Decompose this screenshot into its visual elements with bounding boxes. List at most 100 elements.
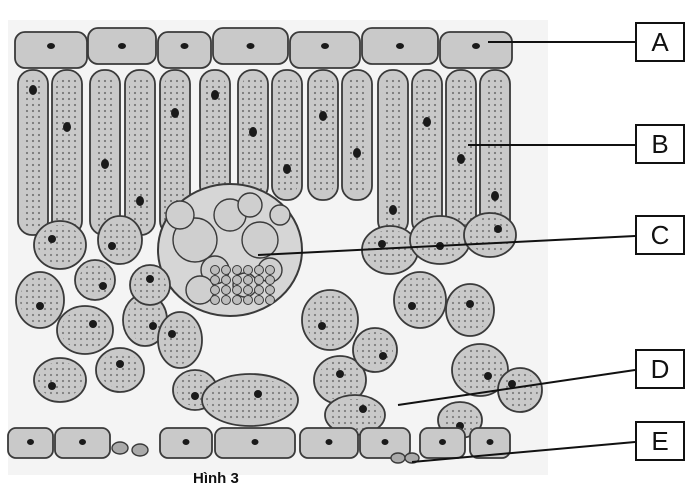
figure-caption: Hình 3 — [193, 470, 239, 487]
nucleus — [171, 108, 179, 118]
upper-epidermis-cell — [158, 32, 211, 68]
label-box-a: A — [635, 22, 685, 62]
nucleus — [116, 360, 124, 368]
nucleus — [396, 43, 404, 49]
vascular-cell — [270, 205, 290, 225]
nucleus — [359, 405, 367, 413]
nucleus — [89, 320, 97, 328]
phloem-cell — [266, 266, 275, 275]
chloroplast-layer — [61, 310, 109, 350]
chloroplast-layer — [484, 76, 506, 229]
nucleus — [27, 439, 34, 445]
nucleus — [108, 242, 116, 250]
chloroplast-layer — [346, 76, 368, 194]
phloem-cell — [211, 296, 220, 305]
phloem-cell — [266, 286, 275, 295]
vascular-cell — [238, 193, 262, 217]
phloem-cell — [233, 266, 242, 275]
nucleus — [326, 439, 333, 445]
guard-cell — [112, 442, 128, 454]
nucleus — [191, 392, 199, 400]
chloroplast-layer — [20, 276, 60, 324]
nucleus — [484, 372, 492, 380]
nucleus — [247, 43, 255, 49]
nucleus — [423, 117, 431, 127]
chloroplast-layer — [357, 332, 393, 368]
nucleus — [168, 330, 176, 338]
nucleus — [379, 352, 387, 360]
chloroplast-layer — [329, 399, 381, 431]
chloroplast-layer — [94, 76, 116, 229]
nucleus — [48, 382, 56, 390]
phloem-cell — [222, 286, 231, 295]
label-box-b: B — [635, 124, 685, 164]
nucleus — [283, 164, 291, 174]
chloroplast-layer — [414, 220, 466, 260]
nucleus — [211, 90, 219, 100]
nucleus — [494, 225, 502, 233]
label-box-e: E — [635, 421, 685, 461]
upper-epidermis-cell — [440, 32, 512, 68]
guard-cell — [132, 444, 148, 456]
label-box-c: C — [635, 215, 685, 255]
phloem-cell — [222, 266, 231, 275]
chloroplast-layer — [38, 225, 82, 265]
label-box-d: D — [635, 349, 685, 389]
nucleus — [457, 154, 465, 164]
nucleus — [487, 439, 494, 445]
nucleus — [318, 322, 326, 330]
phloem-cell — [244, 276, 253, 285]
chloroplast-layer — [129, 76, 151, 229]
phloem-cell — [266, 276, 275, 285]
upper-epidermis-cell — [15, 32, 87, 68]
chloroplast-layer — [79, 264, 111, 296]
chloroplast-layer — [398, 276, 442, 324]
nucleus — [353, 148, 361, 158]
nucleus — [378, 240, 386, 248]
nucleus — [466, 300, 474, 308]
nucleus — [439, 439, 446, 445]
nucleus — [48, 235, 56, 243]
chloroplast-layer — [312, 76, 334, 194]
nucleus — [47, 43, 55, 49]
chloroplast-layer — [306, 294, 354, 346]
nucleus — [319, 111, 327, 121]
chloroplast-layer — [450, 76, 472, 229]
phloem-cell — [244, 296, 253, 305]
nucleus — [118, 43, 126, 49]
chloroplast-layer — [456, 348, 504, 392]
nucleus — [36, 302, 44, 310]
nucleus — [472, 43, 480, 49]
nucleus — [99, 282, 107, 290]
nucleus — [389, 205, 397, 215]
nucleus — [249, 127, 257, 137]
phloem-cell — [255, 296, 264, 305]
chloroplast-layer — [450, 288, 490, 332]
chloroplast-layer — [468, 217, 512, 253]
phloem-cell — [211, 286, 220, 295]
phloem-cell — [266, 296, 275, 305]
phloem-cell — [211, 276, 220, 285]
chloroplast-layer — [56, 76, 78, 229]
chloroplast-layer — [318, 360, 362, 400]
phloem-cell — [233, 296, 242, 305]
nucleus — [181, 43, 189, 49]
chloroplast-layer — [502, 372, 538, 408]
phloem-cell — [211, 266, 220, 275]
guard-cell — [391, 453, 405, 463]
nucleus — [79, 439, 86, 445]
phloem-cell — [255, 286, 264, 295]
vascular-cell — [186, 276, 214, 304]
phloem-cell — [233, 276, 242, 285]
nucleus — [254, 390, 262, 398]
nucleus — [382, 439, 389, 445]
chloroplast-layer — [134, 269, 166, 301]
phloem-cell — [244, 266, 253, 275]
vascular-cell — [166, 201, 194, 229]
nucleus — [29, 85, 37, 95]
phloem-cell — [244, 286, 253, 295]
chloroplast-layer — [162, 316, 198, 364]
nucleus — [149, 322, 157, 330]
